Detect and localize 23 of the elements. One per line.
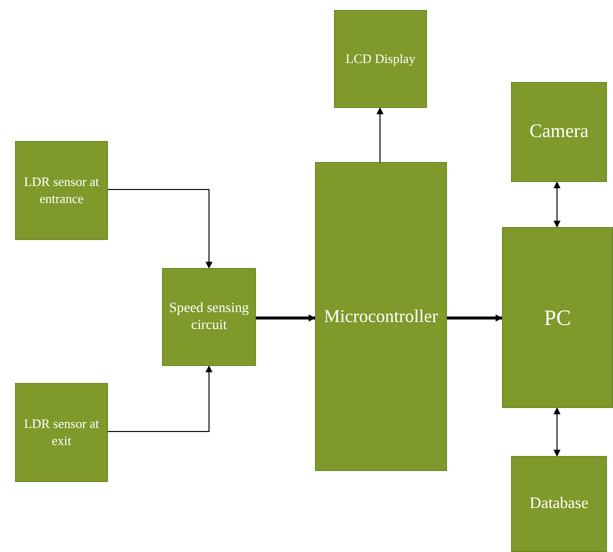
arrow xyxy=(108,189,212,269)
box-label: LDR sensor at entrance xyxy=(22,174,100,207)
process-box xyxy=(511,82,607,182)
box-label: Speed sensing circuit xyxy=(168,300,250,334)
process-box xyxy=(162,268,256,366)
process-box xyxy=(15,383,108,482)
process-box xyxy=(334,10,427,108)
box-label: Microcontroller xyxy=(324,305,438,328)
arrow xyxy=(554,181,560,228)
process-box xyxy=(511,456,607,552)
process-box xyxy=(15,141,108,240)
box-label: PC xyxy=(544,304,571,332)
arrow xyxy=(447,314,503,322)
arrow xyxy=(256,314,316,322)
arrow xyxy=(554,407,560,457)
arrow xyxy=(376,107,384,162)
box-label: LDR sensor at exit xyxy=(22,416,100,449)
process-box xyxy=(315,162,447,471)
box-label: LCD Display xyxy=(346,50,416,68)
arrow xyxy=(108,365,212,432)
process-box xyxy=(502,227,613,408)
box-label: Database xyxy=(530,494,588,514)
box-label: Camera xyxy=(529,120,589,144)
